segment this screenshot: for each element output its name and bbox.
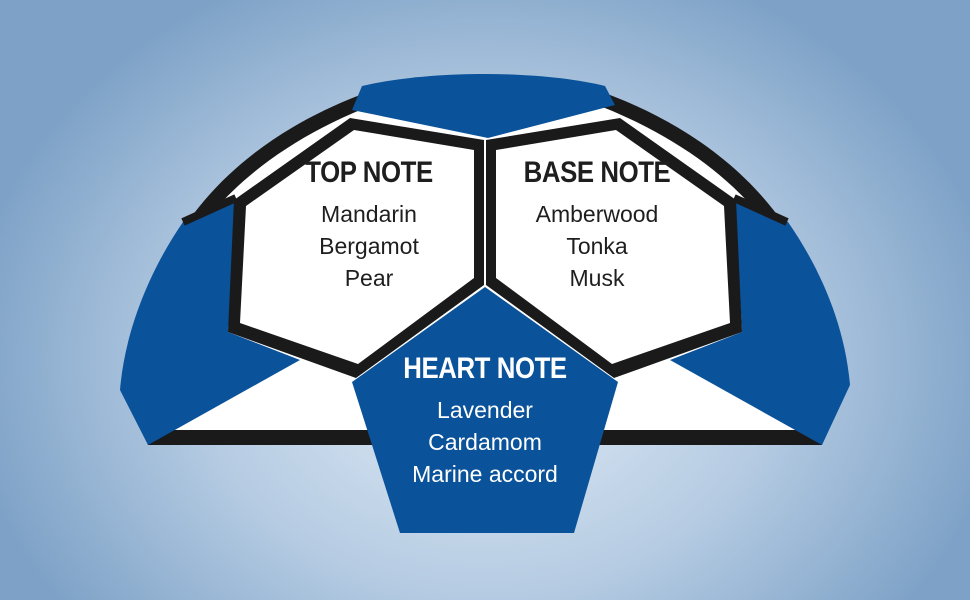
right-blue-patch [670, 198, 850, 445]
heart-note-title: HEART NOTE [403, 352, 567, 385]
top-note-item: Bergamot [319, 233, 419, 259]
heart-note-item: Marine accord [412, 461, 558, 487]
top-note-hexagon [240, 130, 474, 364]
heart-note-panel: HEART NOTE Lavender Cardamom Marine acco… [360, 352, 610, 490]
heart-note-item: Lavender [437, 397, 533, 423]
top-note-title: TOP NOTE [305, 156, 433, 189]
seam-right [732, 194, 789, 226]
base-note-item: Amberwood [535, 201, 659, 227]
heart-note-item: Cardamom [428, 429, 542, 455]
base-note-list: Amberwood Tonka Musk [472, 198, 722, 294]
top-note-list: Mandarin Bergamot Pear [244, 198, 494, 294]
base-note-item: Tonka [566, 233, 628, 259]
heart-note-list: Lavender Cardamom Marine accord [360, 394, 610, 490]
left-blue-patch [120, 198, 300, 445]
base-note-panel: BASE NOTE Amberwood Tonka Musk [472, 156, 722, 294]
heart-note-pentagon [352, 287, 618, 533]
base-note-hexagon [496, 130, 730, 364]
base-note-title: BASE NOTE [523, 156, 671, 189]
top-note-item: Pear [344, 265, 394, 291]
top-blue-patch [352, 74, 615, 138]
seam-left [181, 194, 238, 226]
top-note-panel: TOP NOTE Mandarin Bergamot Pear [244, 156, 494, 294]
base-note-item: Musk [569, 265, 625, 291]
top-note-item: Mandarin [321, 201, 417, 227]
